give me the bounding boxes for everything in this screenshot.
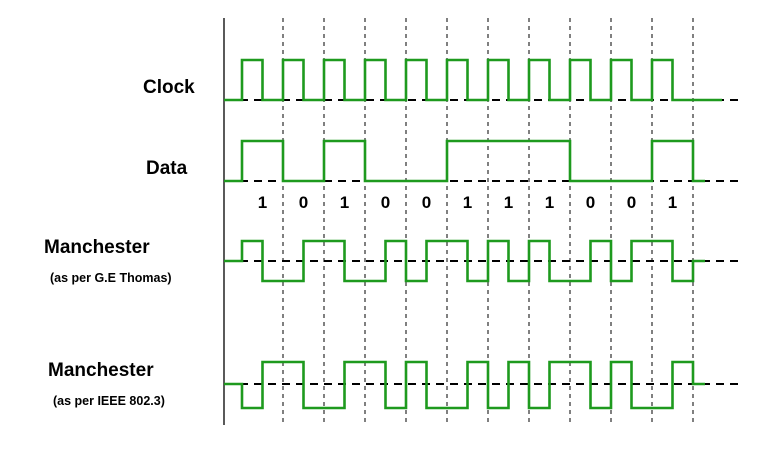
data-waveform bbox=[224, 139, 705, 183]
bit-value-label: 0 bbox=[586, 193, 595, 212]
bit-value-label: 1 bbox=[545, 193, 554, 212]
bit-value-label: 0 bbox=[422, 193, 431, 212]
bit-value-label: 0 bbox=[299, 193, 308, 212]
manchester-thomas-sublabel: (as per G.E Thomas) bbox=[50, 271, 172, 285]
manchester-ieee-waveform bbox=[224, 360, 705, 410]
bit-value-label: 0 bbox=[627, 193, 636, 212]
bit-value-label: 1 bbox=[504, 193, 513, 212]
manchester-thomas-waveform bbox=[224, 239, 705, 283]
bit-labels: 1 0 1 0 0 1 1 1 0 0 1 bbox=[258, 193, 677, 212]
bit-value-label: 1 bbox=[258, 193, 267, 212]
clock-waveform bbox=[224, 58, 722, 102]
data-label: Data bbox=[146, 158, 188, 179]
bit-value-label: 1 bbox=[668, 193, 677, 212]
clock-label: Clock bbox=[143, 77, 195, 98]
bit-value-label: 0 bbox=[381, 193, 390, 212]
manchester-thomas-label: Manchester bbox=[44, 237, 150, 258]
bit-value-label: 1 bbox=[340, 193, 349, 212]
bit-value-label: 1 bbox=[463, 193, 472, 212]
manchester-ieee-label: Manchester bbox=[48, 360, 154, 381]
manchester-ieee-sublabel: (as per IEEE 802.3) bbox=[53, 394, 165, 408]
